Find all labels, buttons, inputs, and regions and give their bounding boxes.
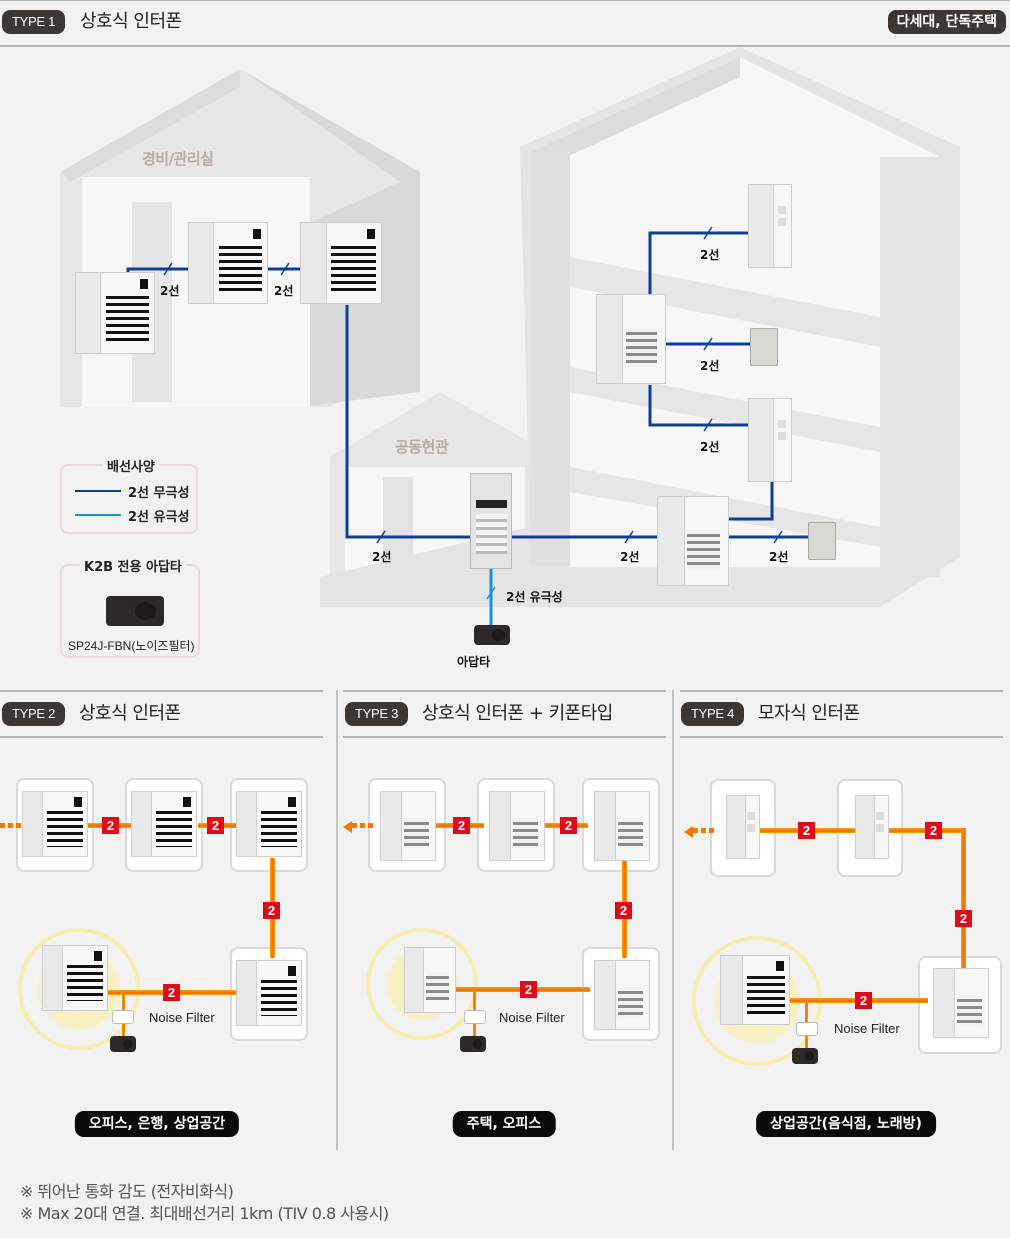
type3-badge: TYPE 3 — [345, 702, 408, 726]
master-station-2 — [188, 222, 268, 304]
door-bell-floor2 — [750, 328, 778, 366]
wire-label: 2선 — [769, 550, 789, 564]
adapter-label: 아답타 — [457, 655, 491, 669]
wire-label: 2선 — [700, 248, 720, 262]
section-divider — [336, 690, 338, 1150]
noise-filter-label: Noise Filter — [834, 1021, 900, 1036]
noise-filter-icon — [796, 1022, 818, 1036]
master-station — [236, 791, 302, 857]
adapter-icon — [792, 1048, 818, 1064]
entrance-door-panel — [470, 473, 512, 569]
type3-title: 상호식 인터폰 + 키폰타입 — [422, 703, 613, 724]
wire-count-badge: 2 — [163, 984, 180, 1001]
wire-label: 2선 — [372, 550, 392, 564]
wire-count-badge: 2 — [955, 910, 972, 927]
wire-count-badge: 2 — [207, 817, 224, 834]
type1-title: 상호식 인터폰 — [80, 11, 182, 32]
note-call-quality: ※ 뛰어난 통화 감도 (전자비화식) — [20, 1182, 234, 1201]
adapter-icon — [106, 596, 164, 626]
adapter-box-title: K2B 전용 아답타 — [80, 556, 186, 575]
type3-usage: 주택, 오피스 — [452, 1111, 556, 1137]
polar-wire — [486, 567, 496, 625]
master-station — [22, 791, 88, 857]
wire-count-badge: 2 — [855, 992, 872, 1009]
type1-header-divider — [0, 45, 1010, 47]
legend-title: 배선사양 — [103, 456, 159, 475]
adapter-icon — [474, 625, 510, 645]
legend-swatch-nonpolar — [75, 490, 121, 492]
wire-label: 2선 — [274, 284, 294, 298]
type1-tag: 다세대, 단독주택 — [887, 10, 1006, 34]
wire-count-badge: 2 — [102, 817, 119, 834]
legend-swatch-polar — [75, 514, 121, 516]
type3-top-divider — [343, 690, 666, 692]
wire-label: 2선 — [620, 550, 640, 564]
wire-label: 2선 — [700, 359, 720, 373]
type2-header-divider — [0, 736, 323, 738]
master-station — [131, 791, 197, 857]
keyphone-floor1 — [657, 496, 729, 586]
keyphone-floor2 — [596, 294, 666, 384]
top-divider — [0, 0, 1010, 1]
legend-label-polar: 2선 유극성 — [128, 510, 190, 525]
type1-badge: TYPE 1 — [2, 10, 65, 34]
wire-label: 2선 — [700, 440, 720, 454]
type3-header-divider — [343, 736, 666, 738]
type4-title: 모자식 인터폰 — [758, 703, 860, 724]
wire-count-badge: 2 — [615, 902, 632, 919]
type2-badge: TYPE 2 — [2, 702, 65, 726]
legend-label-nonpolar: 2선 무극성 — [128, 486, 190, 501]
noise-filter-icon — [112, 1010, 134, 1024]
type4-usage: 상업공간(음식점, 노래방) — [756, 1111, 936, 1137]
type2-title: 상호식 인터폰 — [79, 703, 181, 724]
wire-label-polar: 2선 유극성 — [506, 590, 563, 604]
type4-header-divider — [680, 736, 1003, 738]
noise-filter-label: Noise Filter — [499, 1010, 565, 1025]
master-station-1 — [75, 272, 155, 354]
noise-filter-icon — [464, 1010, 486, 1024]
wire-count-badge: 2 — [453, 817, 470, 834]
wire-count-badge: 2 — [560, 817, 577, 834]
wire-count-badge: 2 — [520, 981, 537, 998]
wire-count-badge: 2 — [925, 822, 942, 839]
master-station — [236, 960, 302, 1026]
noise-filter-label: Noise Filter — [149, 1010, 215, 1025]
type4-top-divider — [680, 690, 1003, 692]
adapter-icon — [460, 1036, 486, 1052]
wire-tick-marks — [163, 226, 783, 544]
adapter-icon — [110, 1036, 136, 1052]
type2-usage: 오피스, 은행, 상업공간 — [74, 1111, 240, 1137]
wire-label: 2선 — [160, 284, 180, 298]
sub-station-floor1 — [748, 398, 792, 482]
common-entrance-label: 공동현관 — [395, 438, 449, 456]
master-station-main — [42, 945, 108, 1011]
sub-station-floor3 — [748, 184, 792, 268]
guard-room-label: 경비/관리실 — [142, 150, 214, 168]
section-divider — [672, 690, 674, 1150]
type4-badge: TYPE 4 — [681, 702, 744, 726]
door-bell-floor1 — [808, 522, 836, 560]
adapter-model: SP24J-FBN(노이즈필터) — [68, 639, 195, 653]
wire-count-badge: 2 — [798, 822, 815, 839]
wire-count-badge: 2 — [263, 902, 280, 919]
note-max-connections: ※ Max 20대 연결. 최대배선거리 1km (TIV 0.8 사용시) — [20, 1204, 389, 1223]
type2-top-divider — [0, 690, 323, 692]
master-station-3 — [300, 222, 382, 304]
